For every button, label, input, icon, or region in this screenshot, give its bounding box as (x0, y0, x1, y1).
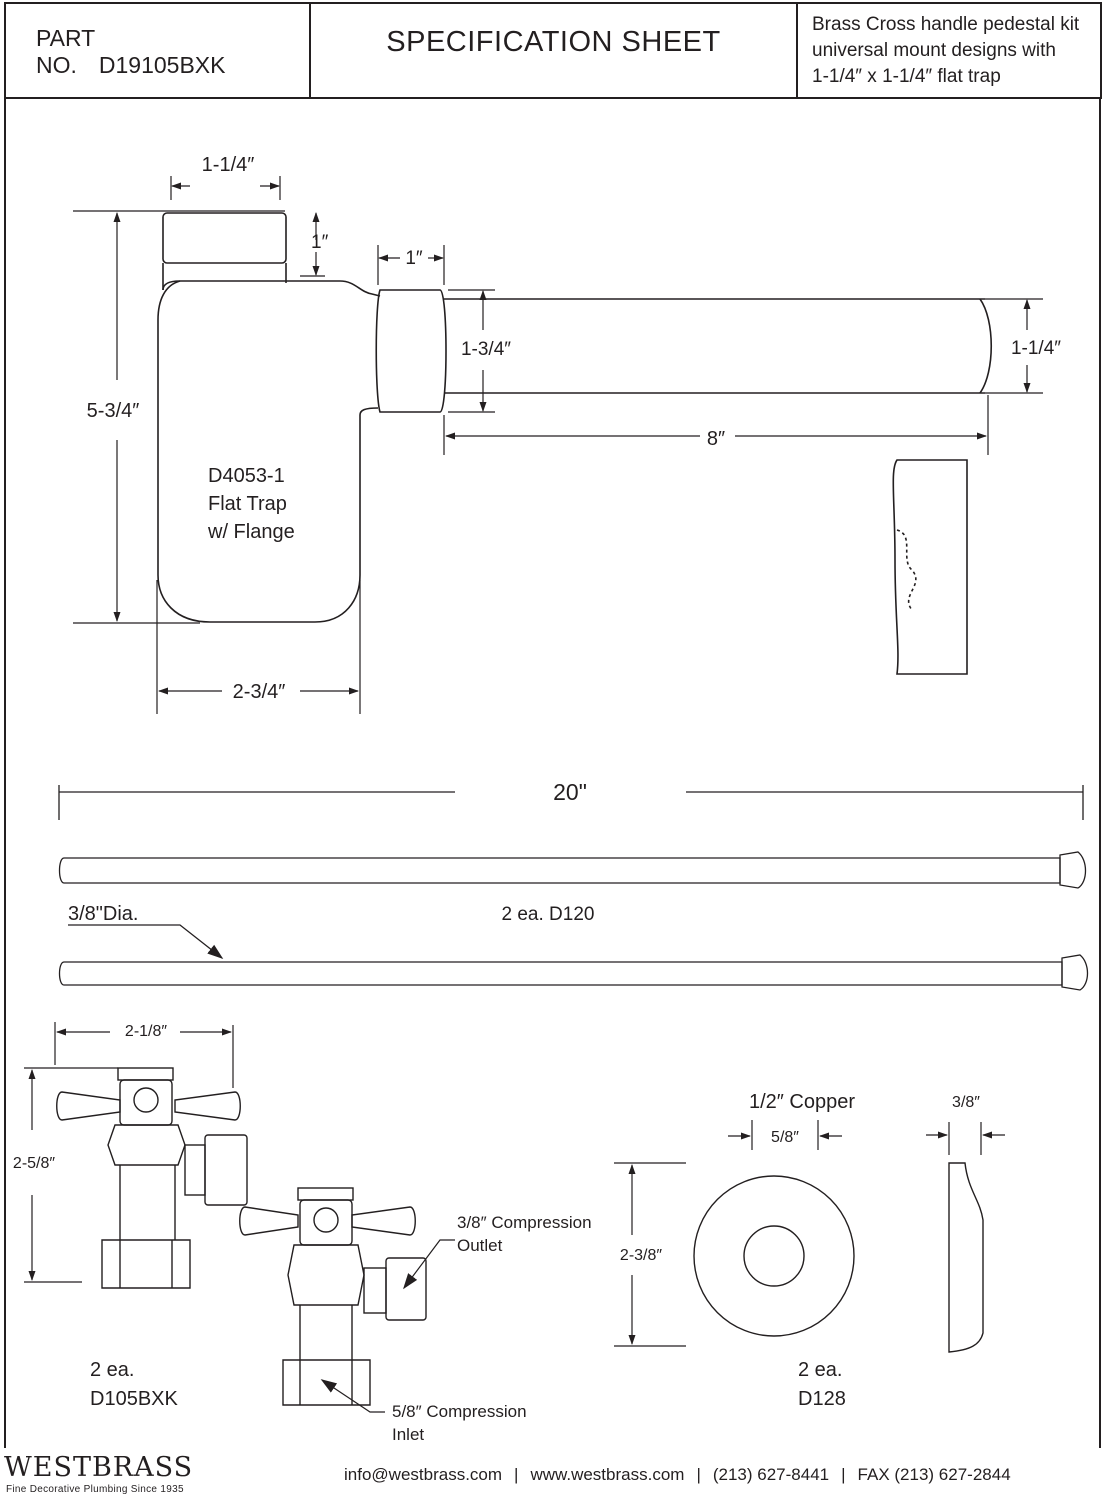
page-title: SPECIFICATION SHEET (311, 4, 798, 97)
trap-part-note: w/ Flange (207, 521, 295, 543)
trap-overall-height-dim: 5-3/4″ (87, 400, 140, 422)
description-line-3: 1-1/4″ x 1-1/4″ flat trap (812, 66, 1001, 87)
trap-cap-height-dim: 1″ (311, 232, 329, 253)
stop-width-dim: 2-1/8″ (125, 1023, 167, 1040)
trap-nut-width-dim: 1″ (405, 248, 423, 269)
supply-line-1-tip (1059, 851, 1087, 889)
escutcheon-dimensions (614, 1120, 1005, 1347)
supply-line-2 (58, 961, 1063, 986)
escutcheon-bore (743, 1225, 805, 1287)
trap-part-number: D4053-1 (208, 465, 285, 487)
stop-outlet-label-1: 3/8″ Compression (457, 1213, 592, 1232)
supply-lines-drawing (58, 785, 1089, 991)
part-number-cell: PART NO.D19105BXK (6, 4, 311, 97)
trap-nut (375, 289, 447, 413)
flange-wave (896, 529, 917, 611)
trap-part-name: Flat Trap (208, 493, 287, 515)
trap-top (162, 280, 381, 297)
footer-fax: FAX (213) 627-2844 (857, 1465, 1011, 1484)
escutcheon-drawing (693, 1162, 984, 1353)
product-description: Brass Cross handle pedestal kit universa… (798, 4, 1100, 97)
trap-cap (162, 212, 287, 264)
supply-line-length-dim: 20" (553, 779, 587, 805)
escutcheon-part-number: D128 (798, 1388, 846, 1410)
supply-line-part-label: 2 ea. D120 (502, 904, 595, 925)
stop-dimensions (24, 1022, 455, 1413)
escutcheon-front (693, 1175, 855, 1337)
trap-top-width-dim: 1-1/4″ (202, 154, 255, 176)
wall-flange (892, 459, 968, 675)
stop-height-dim: 2-5/8″ (13, 1155, 55, 1172)
footer-email[interactable]: info@westbrass.com (344, 1465, 503, 1484)
footer-separator: | (841, 1465, 846, 1484)
footer-contact: info@westbrass.com | www.westbrass.com | (21… (344, 1465, 1011, 1485)
escutcheon-qty-label: 2 ea. (798, 1359, 842, 1381)
description-line-1: Brass Cross handle pedestal kit (812, 14, 1080, 35)
trap-nut-height-dim: 1-3/4″ (461, 339, 511, 360)
footer-phone: (213) 627-8441 (712, 1465, 830, 1484)
flat-trap-drawing (157, 212, 992, 675)
supply-line-dia-dim: 3/8"Dia. (68, 903, 138, 925)
trap-body-width-dim: 2-3/4″ (233, 681, 286, 703)
trap-body (157, 280, 379, 623)
part-number-value: D19105BXK (98, 52, 226, 78)
trap-arm-end (979, 298, 992, 394)
supply-line-2-tip (1061, 954, 1089, 991)
description-line-2: universal mount designs with (812, 40, 1056, 61)
trap-dimensions (73, 176, 1043, 714)
stop-outlet-label-2: Outlet (457, 1236, 503, 1255)
angle-stop-left (56, 1067, 248, 1289)
escutcheon-title: 1/2″ Copper (749, 1091, 855, 1113)
spec-header: PART NO.D19105BXK SPECIFICATION SHEET Br… (4, 2, 1102, 99)
escutcheon-thickness-dim: 3/8″ (952, 1094, 980, 1111)
footer-separator: | (514, 1465, 519, 1484)
stop-inlet-label-1: 5/8″ Compression (392, 1402, 527, 1421)
part-number-label: PART NO. (36, 25, 95, 78)
brand-tagline: Fine Decorative Plumbing Since 1935 (6, 1484, 184, 1495)
escutcheon-bore-dim: 5/8″ (771, 1129, 799, 1146)
escutcheon-side (948, 1162, 984, 1353)
trap-arm-dia-dim: 1-1/4″ (1011, 338, 1061, 359)
stop-inlet-label-2: Inlet (392, 1425, 424, 1444)
brand-logo: WESTBRASS (4, 1452, 194, 1483)
stop-part-number: D105BXK (90, 1388, 178, 1410)
footer-separator: | (696, 1465, 701, 1484)
stop-qty-label: 2 ea. (90, 1359, 134, 1381)
trap-arm-length-dim: 8″ (707, 428, 725, 450)
footer-website[interactable]: www.westbrass.com (530, 1465, 685, 1484)
supply-line-1 (58, 857, 1061, 884)
angle-stop-right (239, 1187, 427, 1406)
escutcheon-height-dim: 2-3/8″ (620, 1247, 662, 1264)
